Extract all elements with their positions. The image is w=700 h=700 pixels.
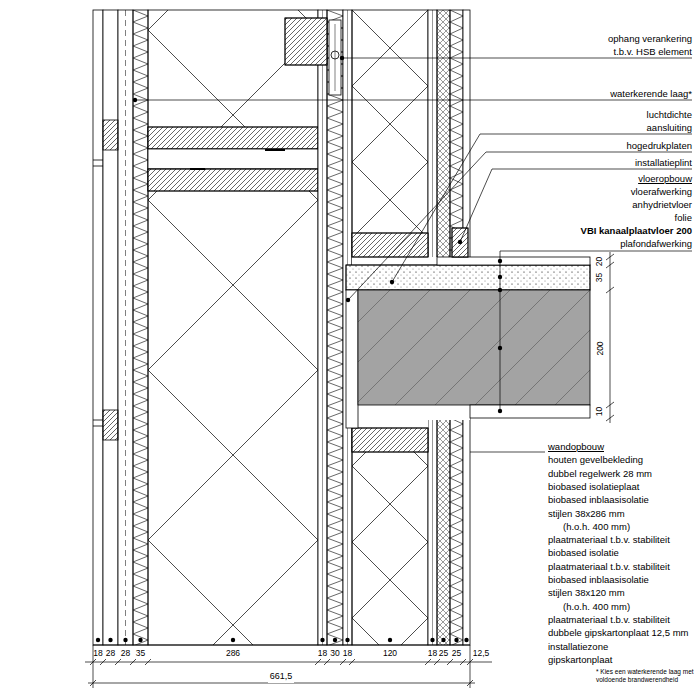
part-label: vloerafwerking [631, 185, 692, 198]
part-label: houten gevelbekleding [548, 453, 643, 466]
part-label: gipskartonplaat [548, 653, 612, 666]
part-label: stijlen 38x120 mm [548, 586, 625, 599]
part-label: folie [675, 211, 692, 224]
dimension: 286 [226, 647, 240, 660]
part-label: ophang verankering t.b.v. HSB element [592, 32, 692, 58]
dimension: 25 [452, 647, 461, 660]
dimension: 28 [106, 647, 115, 660]
dimension: 28 [121, 647, 130, 660]
dimension: 18 [93, 647, 102, 660]
part-label: VBI kanaalplaatvloer 200 [581, 224, 692, 237]
part-label: anhydrietvloer [632, 198, 692, 211]
group-heading: vloeropbouw [638, 172, 692, 185]
dimension: 18 [343, 647, 352, 660]
part-label: biobased inblaasisolatie [548, 573, 649, 586]
part-label: hogedrukplaten [627, 139, 693, 152]
part-label: biobased isolatieplaat [548, 480, 639, 493]
dimension: 18 [428, 647, 437, 660]
part-label: plaatmateriaal t.b.v. stabiliteit [548, 613, 670, 626]
dimension: 20 [594, 256, 607, 265]
note: * Kies een waterkerende laag met voldoen… [596, 668, 698, 684]
part-label: luchtdichte aansluiting [630, 108, 692, 134]
dimension: 35 [594, 272, 607, 281]
dimension: 18 [318, 647, 327, 660]
part-label: biobased inblaasisolatie [548, 493, 649, 506]
part-label: installatiezone [548, 640, 608, 653]
part-label: dubbel regelwerk 28 mm [548, 467, 652, 480]
dimension: 661,5 [268, 670, 295, 683]
dimension: 200 [594, 341, 607, 355]
part-label: (h.o.h. 400 mm) [563, 600, 630, 613]
part-label: (h.o.h. 400 mm) [563, 520, 630, 533]
dimension: 12,5 [473, 647, 490, 660]
part-label: waterkerende laag* [610, 87, 692, 100]
dimension: 120 [383, 647, 397, 660]
dimension: 30 [330, 647, 339, 660]
part-label: plaatmateriaal t.b.v. stabiliteit [548, 533, 670, 546]
part-label: installatieplint [635, 156, 692, 169]
part-label: plafondafwerking [620, 237, 692, 250]
dimension: 10 [594, 407, 607, 416]
part-label: biobased isolatie [548, 546, 619, 559]
part-label: stijlen 38x286 mm [548, 507, 625, 520]
dimension: 35 [136, 647, 145, 660]
part-label: dubbele gipskartonplaat 12,5 mm [548, 626, 688, 639]
group-heading: wandopbouw [548, 440, 604, 453]
part-label: plaatmateriaal t.b.v. stabiliteit [548, 560, 670, 573]
dimension: 25 [439, 647, 448, 660]
